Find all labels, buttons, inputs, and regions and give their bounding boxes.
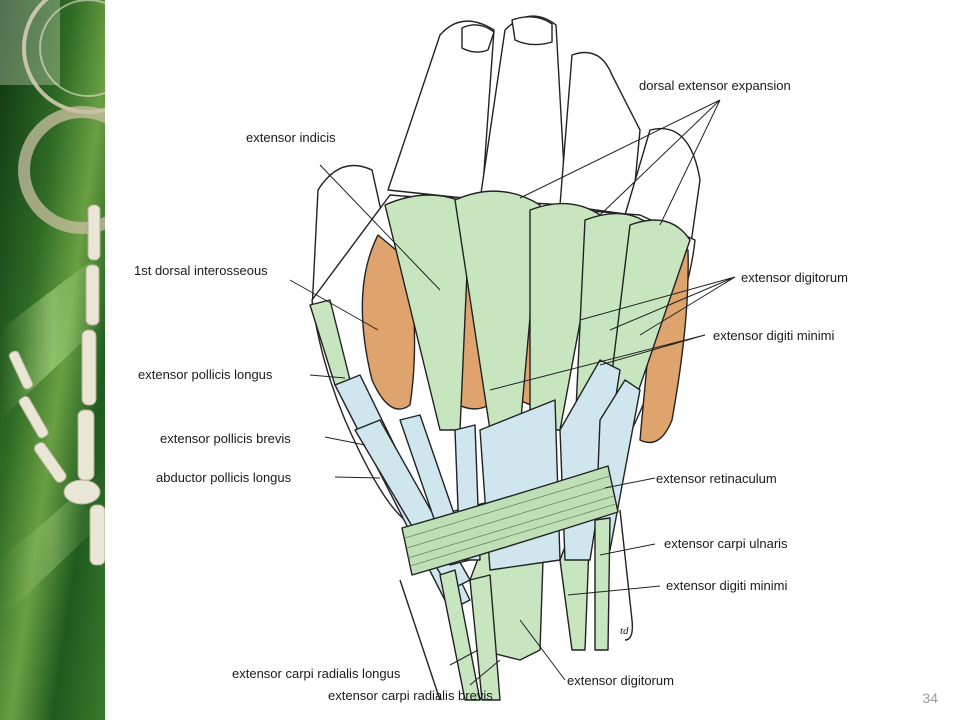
label-extensor-carpi-ulnaris: extensor carpi ulnaris [664,536,788,551]
label-extensor-indicis: extensor indicis [246,130,336,145]
retinaculum-fibers [404,475,617,567]
forearm-tendons [439,517,611,701]
label-extensor-digiti-minimi-top: extensor digiti minimi [713,328,835,343]
artist-signature: td [620,625,629,637]
forearm-outline [399,509,634,701]
label-extensor-carpi-radialis-brevis: extensor carpi radialis brevis [328,688,493,703]
label-dorsal-extensor-expansion: dorsal extensor expansion [639,78,791,93]
label-1st-dorsal-interosseous: 1st dorsal interosseous [134,263,268,278]
sidebar-artwork [0,0,105,720]
hand-bones-illustration [8,204,105,566]
label-extensor-digiti-minimi-bottom: extensor digiti minimi [666,578,788,593]
extensor-retinaculum-band [401,465,619,576]
ring-ornament [18,0,105,234]
hand-anatomy-figure: td [289,15,736,701]
slide-page-number: 34 [922,690,938,706]
label-extensor-digitorum-top: extensor digitorum [741,270,848,285]
label-extensor-pollicis-longus: extensor pollicis longus [138,367,273,382]
slide-content: td dorsal extensor expansion extensor in… [105,0,960,720]
label-extensor-retinaculum: extensor retinaculum [656,471,777,486]
leader-lines [289,99,736,686]
label-abductor-pollicis-longus: abductor pollicis longus [156,470,292,485]
label-extensor-carpi-radialis-longus: extensor carpi radialis longus [232,666,401,681]
label-extensor-digitorum-bottom: extensor digitorum [567,673,674,688]
decorative-sidebar [0,0,105,720]
label-extensor-pollicis-brevis: extensor pollicis brevis [160,431,291,446]
dorsal-extensor-expansion [384,194,471,431]
